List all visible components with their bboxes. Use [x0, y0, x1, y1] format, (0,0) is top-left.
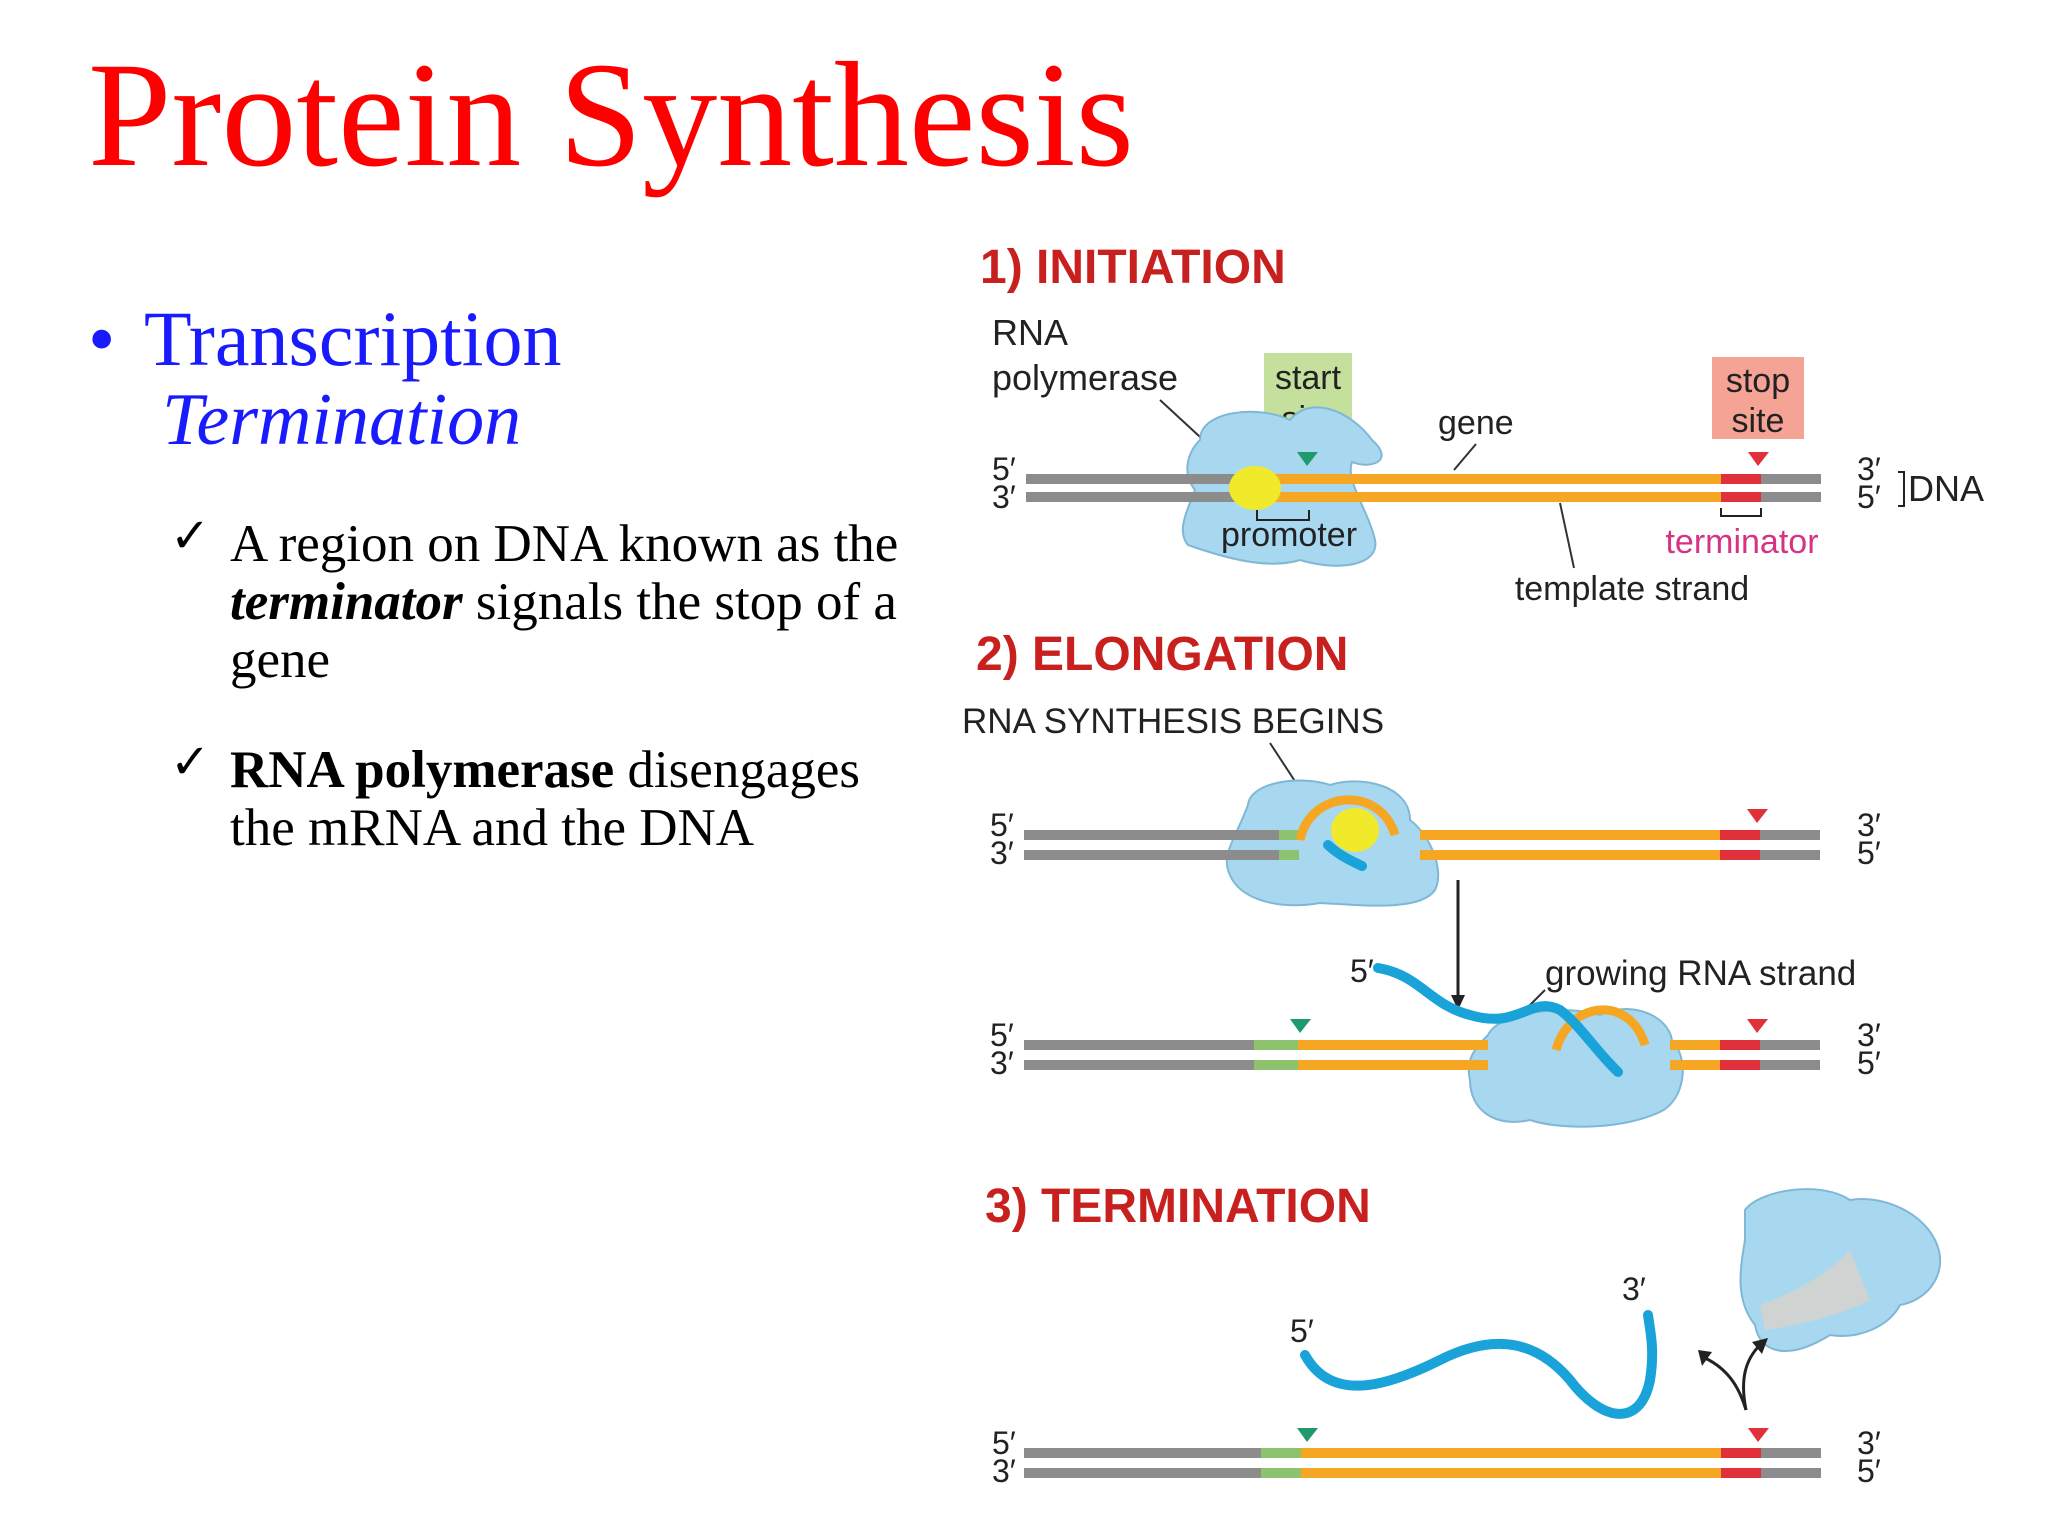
stop-site-box [1712, 357, 1804, 439]
start-site-label: start [1275, 359, 1342, 397]
three-prime-label: 3′ [992, 1453, 1016, 1489]
stop-site-label: site [1732, 402, 1785, 440]
gene-label: gene [1438, 404, 1514, 442]
five-prime-label: 5′ [1290, 1313, 1314, 1349]
stage-initiation: 1) INITIATION RNA polymerase start site … [980, 241, 1984, 608]
rna-polymerase-label: RNA [992, 312, 1068, 353]
five-prime-label: 5′ [1857, 479, 1881, 515]
start-marker-icon [1297, 452, 1318, 466]
rna-synthesis-label: RNA SYNTHESIS BEGINS [962, 702, 1384, 741]
three-prime-label: 3′ [1857, 807, 1881, 843]
point1-emphasis: terminator [230, 573, 463, 631]
point-terminator: A region on DNA known as the terminator … [230, 515, 930, 689]
arrow-head-icon [1698, 1350, 1712, 1366]
stop-marker-icon [1748, 452, 1769, 466]
stage-elongation: 2) ELONGATION RNA SYNTHESIS BEGINS 5′ 3′… [962, 628, 1881, 1128]
check-mark-icon: ✓ [170, 508, 211, 564]
stop-marker-icon [1748, 1428, 1769, 1442]
leader-line [1453, 443, 1477, 471]
rna-polymerase-label: polymerase [992, 357, 1178, 398]
polymerase-cleft [1760, 1250, 1870, 1330]
leader-line [1559, 502, 1575, 569]
arrow-head-icon [1752, 1338, 1768, 1354]
dna-strands [1026, 474, 1821, 502]
stop-site-label: stop [1726, 362, 1790, 400]
stop-marker-icon [1747, 809, 1768, 823]
arrow-head-icon [1451, 995, 1465, 1010]
terminator-bracket [1720, 508, 1762, 517]
bullet-subheading: Termination [162, 379, 522, 461]
stop-marker-icon [1747, 1019, 1768, 1033]
three-prime-label: 3′ [1857, 1425, 1881, 1461]
three-prime-label: 3′ [1857, 1017, 1881, 1053]
rna-polymerase-shape [1181, 406, 1383, 567]
rna-transcript [1373, 963, 1623, 1077]
rna-transcript [1323, 840, 1367, 871]
point1-pre: A region on DNA known as the [230, 515, 899, 573]
release-arrow [1704, 1356, 1748, 1411]
stage3-title: 3) TERMINATION [985, 1180, 1371, 1233]
five-prime-label: 5′ [990, 1017, 1014, 1053]
release-arrow [1742, 1343, 1762, 1411]
growing-rna-label: growing RNA strand [1545, 954, 1856, 993]
five-prime-label: 5′ [1857, 1453, 1881, 1489]
dna-bubble [1295, 795, 1400, 842]
point2-bold: RNA polymerase [230, 741, 615, 799]
stage2-title: 2) ELONGATION [976, 628, 1348, 681]
dna-bracket [1898, 471, 1905, 507]
slide-title: Protein Synthesis [88, 32, 1134, 198]
start-marker-icon [1290, 1019, 1311, 1033]
bullet-heading: Transcription [144, 295, 562, 382]
stage-termination: 3) TERMINATION 5′ 3′ 5′ 3′ 3′ 5′ [985, 1180, 1941, 1489]
five-prime-label: 5′ [992, 1425, 1016, 1461]
three-prime-label: 3′ [990, 1045, 1014, 1081]
template-strand-label: template strand [1515, 570, 1749, 608]
dna-label: DNA [1908, 468, 1984, 509]
promoter-label: promoter [1221, 516, 1357, 554]
start-marker-icon [1297, 1428, 1318, 1442]
point-polymerase: RNA polymerase disengages the mRNA and t… [230, 741, 930, 857]
point1-post: signals the stop of a gene [230, 573, 897, 689]
dna-strands [1024, 1040, 1820, 1070]
check-mark-icon: ✓ [170, 734, 211, 790]
three-prime-label: 3′ [1857, 451, 1881, 487]
three-prime-label: 3′ [990, 835, 1014, 871]
dna-bubble [1551, 1005, 1650, 1052]
five-prime-label: 5′ [992, 451, 1016, 487]
bullet-dot: • [88, 295, 116, 382]
released-rna [1300, 1310, 1658, 1419]
five-prime-label: 5′ [1350, 953, 1374, 989]
promoter-highlight [1229, 466, 1281, 510]
point2-post: disengages the mRNA and the DNA [230, 741, 861, 857]
dna-strands [1024, 830, 1820, 860]
dna-strands [1024, 1448, 1821, 1478]
five-prime-label: 5′ [1857, 1045, 1881, 1081]
three-prime-label: 3′ [992, 479, 1016, 515]
terminator-label: terminator [1665, 523, 1818, 561]
three-prime-label: 3′ [1622, 1271, 1646, 1307]
stage1-title: 1) INITIATION [980, 241, 1286, 294]
active-site [1331, 808, 1379, 852]
promoter-bracket [1256, 510, 1310, 521]
five-prime-label: 5′ [1857, 835, 1881, 871]
five-prime-label: 5′ [990, 807, 1014, 843]
